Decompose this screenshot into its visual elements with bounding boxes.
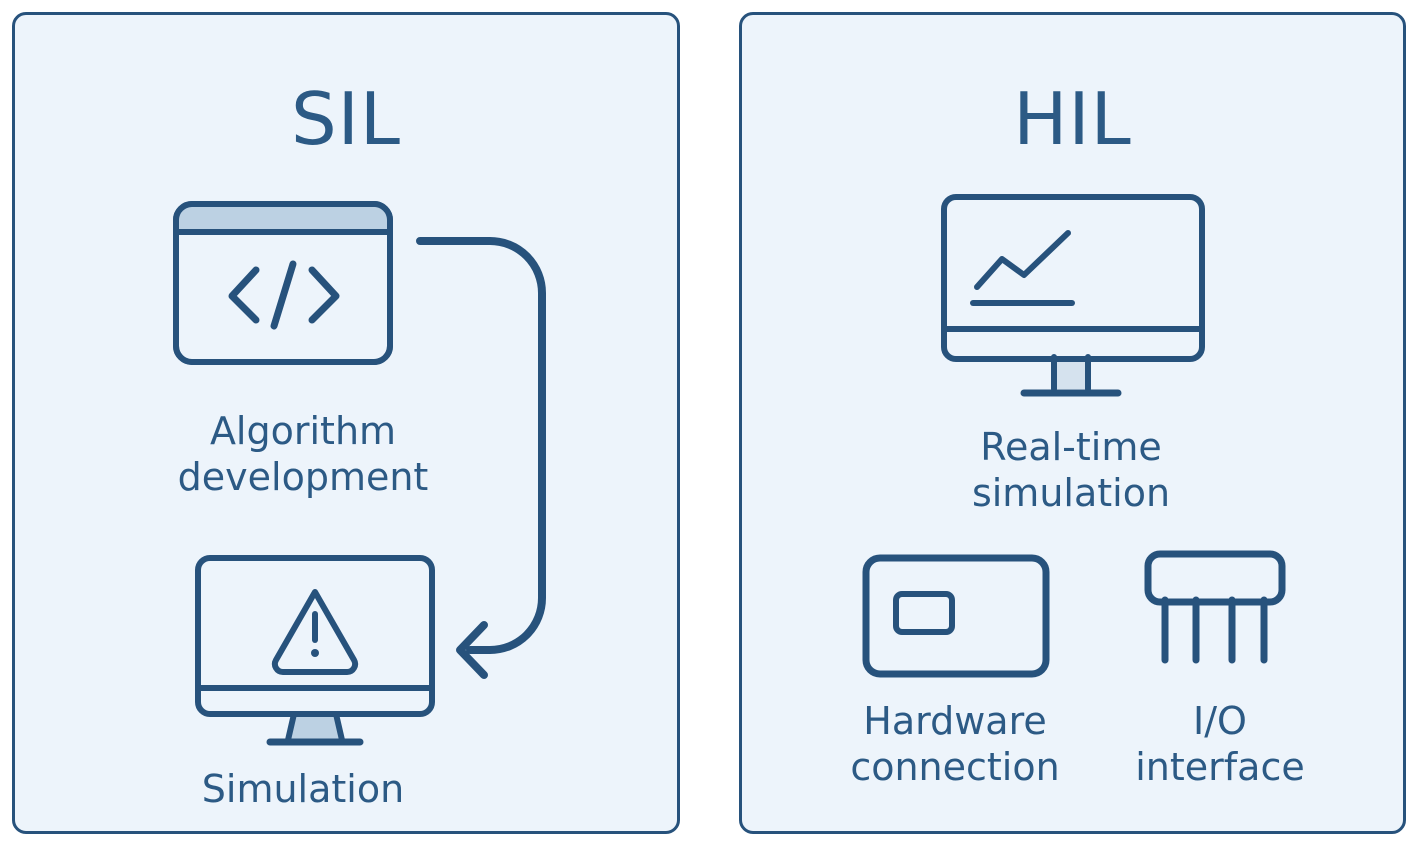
label-io-interface: I/O interface: [1135, 699, 1305, 789]
io-connector-icon: [1144, 550, 1286, 664]
sil-title: SIL: [290, 77, 402, 161]
hil-panel: HIL: [739, 12, 1406, 834]
label-algorithm-development: Algorithm development: [177, 409, 429, 499]
hardware-board-icon: [862, 554, 1050, 678]
monitor-warning-icon: [195, 555, 435, 746]
hil-title: HIL: [1013, 77, 1132, 161]
label-simulation: Simulation: [201, 767, 405, 811]
label-hardware-connection: Hardware connection: [850, 699, 1060, 789]
monitor-chart-icon: [941, 194, 1205, 397]
curved-arrow-icon: [416, 237, 546, 679]
label-real-time-simulation: Real-time simulation: [971, 425, 1171, 515]
code-window-icon: [173, 201, 393, 365]
sil-panel: SIL: [12, 12, 680, 834]
